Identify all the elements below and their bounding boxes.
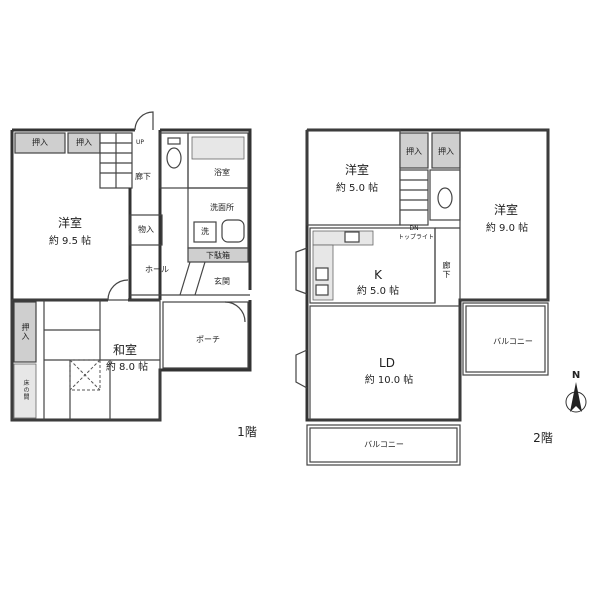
f1-oshiire-1: 押入 [32, 138, 48, 147]
f2-roka: 廊下 [442, 261, 451, 279]
f2-ld-size: 約 10.0 帖 [364, 375, 414, 386]
f2-youshitsu-a-name: 洋室 [344, 163, 370, 177]
f2-dn: DN [409, 225, 419, 232]
f1-senmenjo: 洗面所 [210, 203, 234, 212]
f2-kitchen-name: K [374, 268, 382, 282]
f1-washitsu-size: 約 8.0 帖 [105, 362, 149, 373]
f1-sen: 洗 [201, 227, 209, 236]
f2-youshitsu-b-name: 洋室 [493, 203, 519, 217]
f1-yokushitsu: 浴室 [214, 168, 230, 177]
floor2-label: 2階 [533, 431, 553, 445]
f2-oshiire-2: 押入 [438, 147, 454, 156]
f1-tokonoma: 床の間 [22, 379, 29, 401]
f2-oshiire-1: 押入 [406, 147, 422, 156]
f1-hall: ホール [145, 265, 169, 274]
f1-oshiire-3: 押入 [21, 323, 30, 341]
f2-kitchen-size: 約 5.0 帖 [356, 286, 400, 297]
f1-genkan: 玄関 [214, 277, 230, 286]
compass-label: N [571, 370, 581, 381]
f1-monoire: 物入 [138, 225, 154, 234]
f1-washitsu-name: 和室 [112, 343, 138, 357]
f2-youshitsu-a-size: 約 5.0 帖 [335, 183, 379, 194]
floor1-label: 1階 [237, 425, 257, 439]
f1-roka: 廊下 [135, 172, 151, 181]
f1-oshiire-2: 押入 [76, 138, 92, 147]
f2-toplight: トップライト [397, 234, 435, 241]
floor2-drawing [295, 128, 550, 466]
f1-getabako: 下駄箱 [206, 251, 230, 260]
f2-ld-name: LD [379, 356, 395, 370]
floor1-drawing [10, 111, 252, 422]
compass-icon [565, 382, 587, 413]
f2-youshitsu-b-size: 約 9.0 帖 [485, 223, 529, 234]
f1-up: UP [135, 139, 145, 146]
f1-youshitsu-name: 洋室 [57, 216, 83, 230]
f1-porch: ポーチ [196, 335, 220, 344]
f2-balcony-2: バルコニー [364, 440, 404, 449]
f2-balcony-1: バルコニー [493, 337, 533, 346]
f1-youshitsu-size: 約 9.5 帖 [48, 236, 92, 247]
